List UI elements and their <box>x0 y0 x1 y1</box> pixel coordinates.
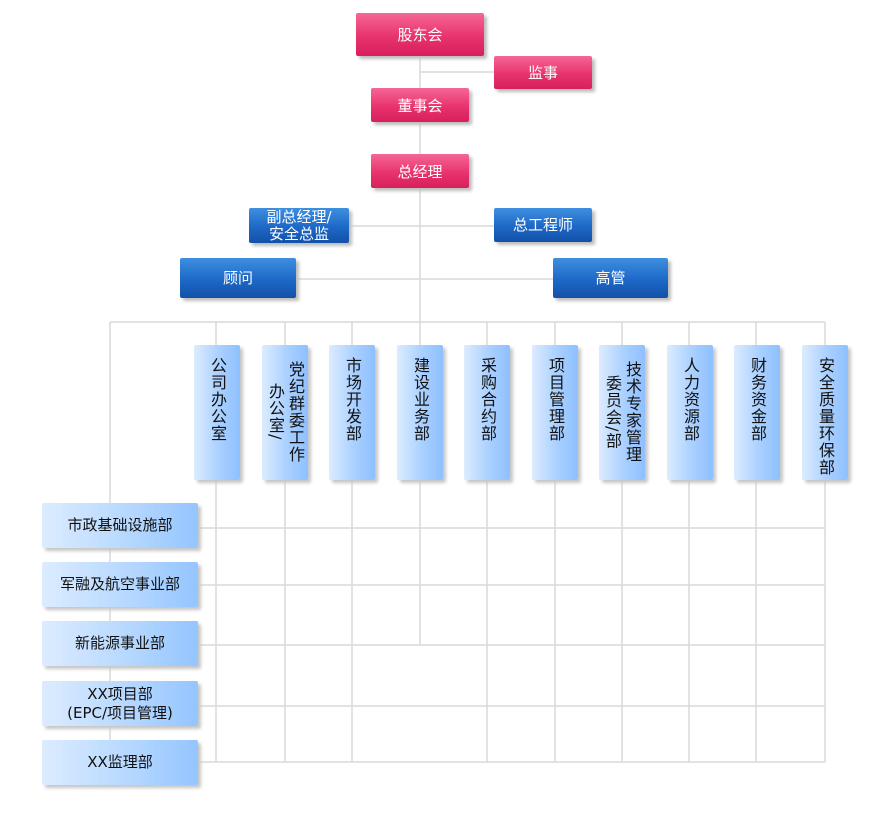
dept-label: 安全质量环保部 <box>816 357 835 476</box>
unit-supervision-dept: XX监理部 <box>42 740 198 785</box>
dept-label: 采购合约部 <box>478 357 497 442</box>
dept-label: 技术专家管理委员会/部 <box>603 361 642 463</box>
unit-label: XX监理部 <box>87 753 153 771</box>
unit-label: 军融及航空事业部 <box>59 575 180 593</box>
dept-human-resources: 人力资源部 <box>667 345 713 480</box>
supervisor-label: 监事 <box>527 64 558 82</box>
dept-label: 公司办公室 <box>208 357 227 442</box>
deputy-gm-label: 副总经理/ 安全总监 <box>266 207 332 243</box>
chief-engineer-label: 总工程师 <box>512 215 573 234</box>
unit-project-dept: XX项目部 (EPC/项目管理) <box>42 681 198 726</box>
dept-technical-committee: 技术专家管理委员会/部 <box>599 345 645 480</box>
shareholders-box: 股东会 <box>356 13 484 56</box>
dept-label: 建设业务部 <box>411 357 430 442</box>
supervisor-box: 监事 <box>494 56 592 89</box>
advisor-label: 顾问 <box>222 268 253 287</box>
dept-project-management: 项目管理部 <box>532 345 578 480</box>
board-box: 董事会 <box>371 88 469 122</box>
executives-box: 高管 <box>553 258 668 298</box>
dept-label: 市场开发部 <box>343 357 362 442</box>
dept-label: 项目管理部 <box>546 357 565 442</box>
board-label: 董事会 <box>397 96 443 115</box>
dept-label: 党纪群委工作办公室/ <box>266 361 305 463</box>
dept-finance: 财务资金部 <box>734 345 780 480</box>
dept-market-development: 市场开发部 <box>329 345 375 480</box>
unit-new-energy: 新能源事业部 <box>42 621 198 666</box>
dept-company-office: 公司办公室 <box>194 345 240 480</box>
unit-label: XX项目部 (EPC/项目管理) <box>67 684 173 722</box>
deputy-gm-box: 副总经理/ 安全总监 <box>249 208 349 243</box>
dept-label: 财务资金部 <box>748 357 767 442</box>
executives-label: 高管 <box>595 268 626 287</box>
dept-procurement-contracts: 采购合约部 <box>464 345 510 480</box>
dept-party-office: 党纪群委工作办公室/ <box>262 345 308 480</box>
unit-label: 新能源事业部 <box>74 634 165 652</box>
dept-safety-quality-environment: 安全质量环保部 <box>802 345 848 480</box>
general-manager-label: 总经理 <box>397 162 443 181</box>
unit-municipal-infrastructure: 市政基础设施部 <box>42 503 198 548</box>
unit-label: 市政基础设施部 <box>67 516 173 534</box>
advisor-box: 顾问 <box>180 258 296 298</box>
dept-label: 人力资源部 <box>681 357 700 442</box>
shareholders-label: 股东会 <box>397 26 443 44</box>
dept-construction-business: 建设业务部 <box>397 345 443 480</box>
general-manager-box: 总经理 <box>371 154 469 188</box>
chief-engineer-box: 总工程师 <box>494 208 592 242</box>
unit-military-aviation: 军融及航空事业部 <box>42 562 198 607</box>
